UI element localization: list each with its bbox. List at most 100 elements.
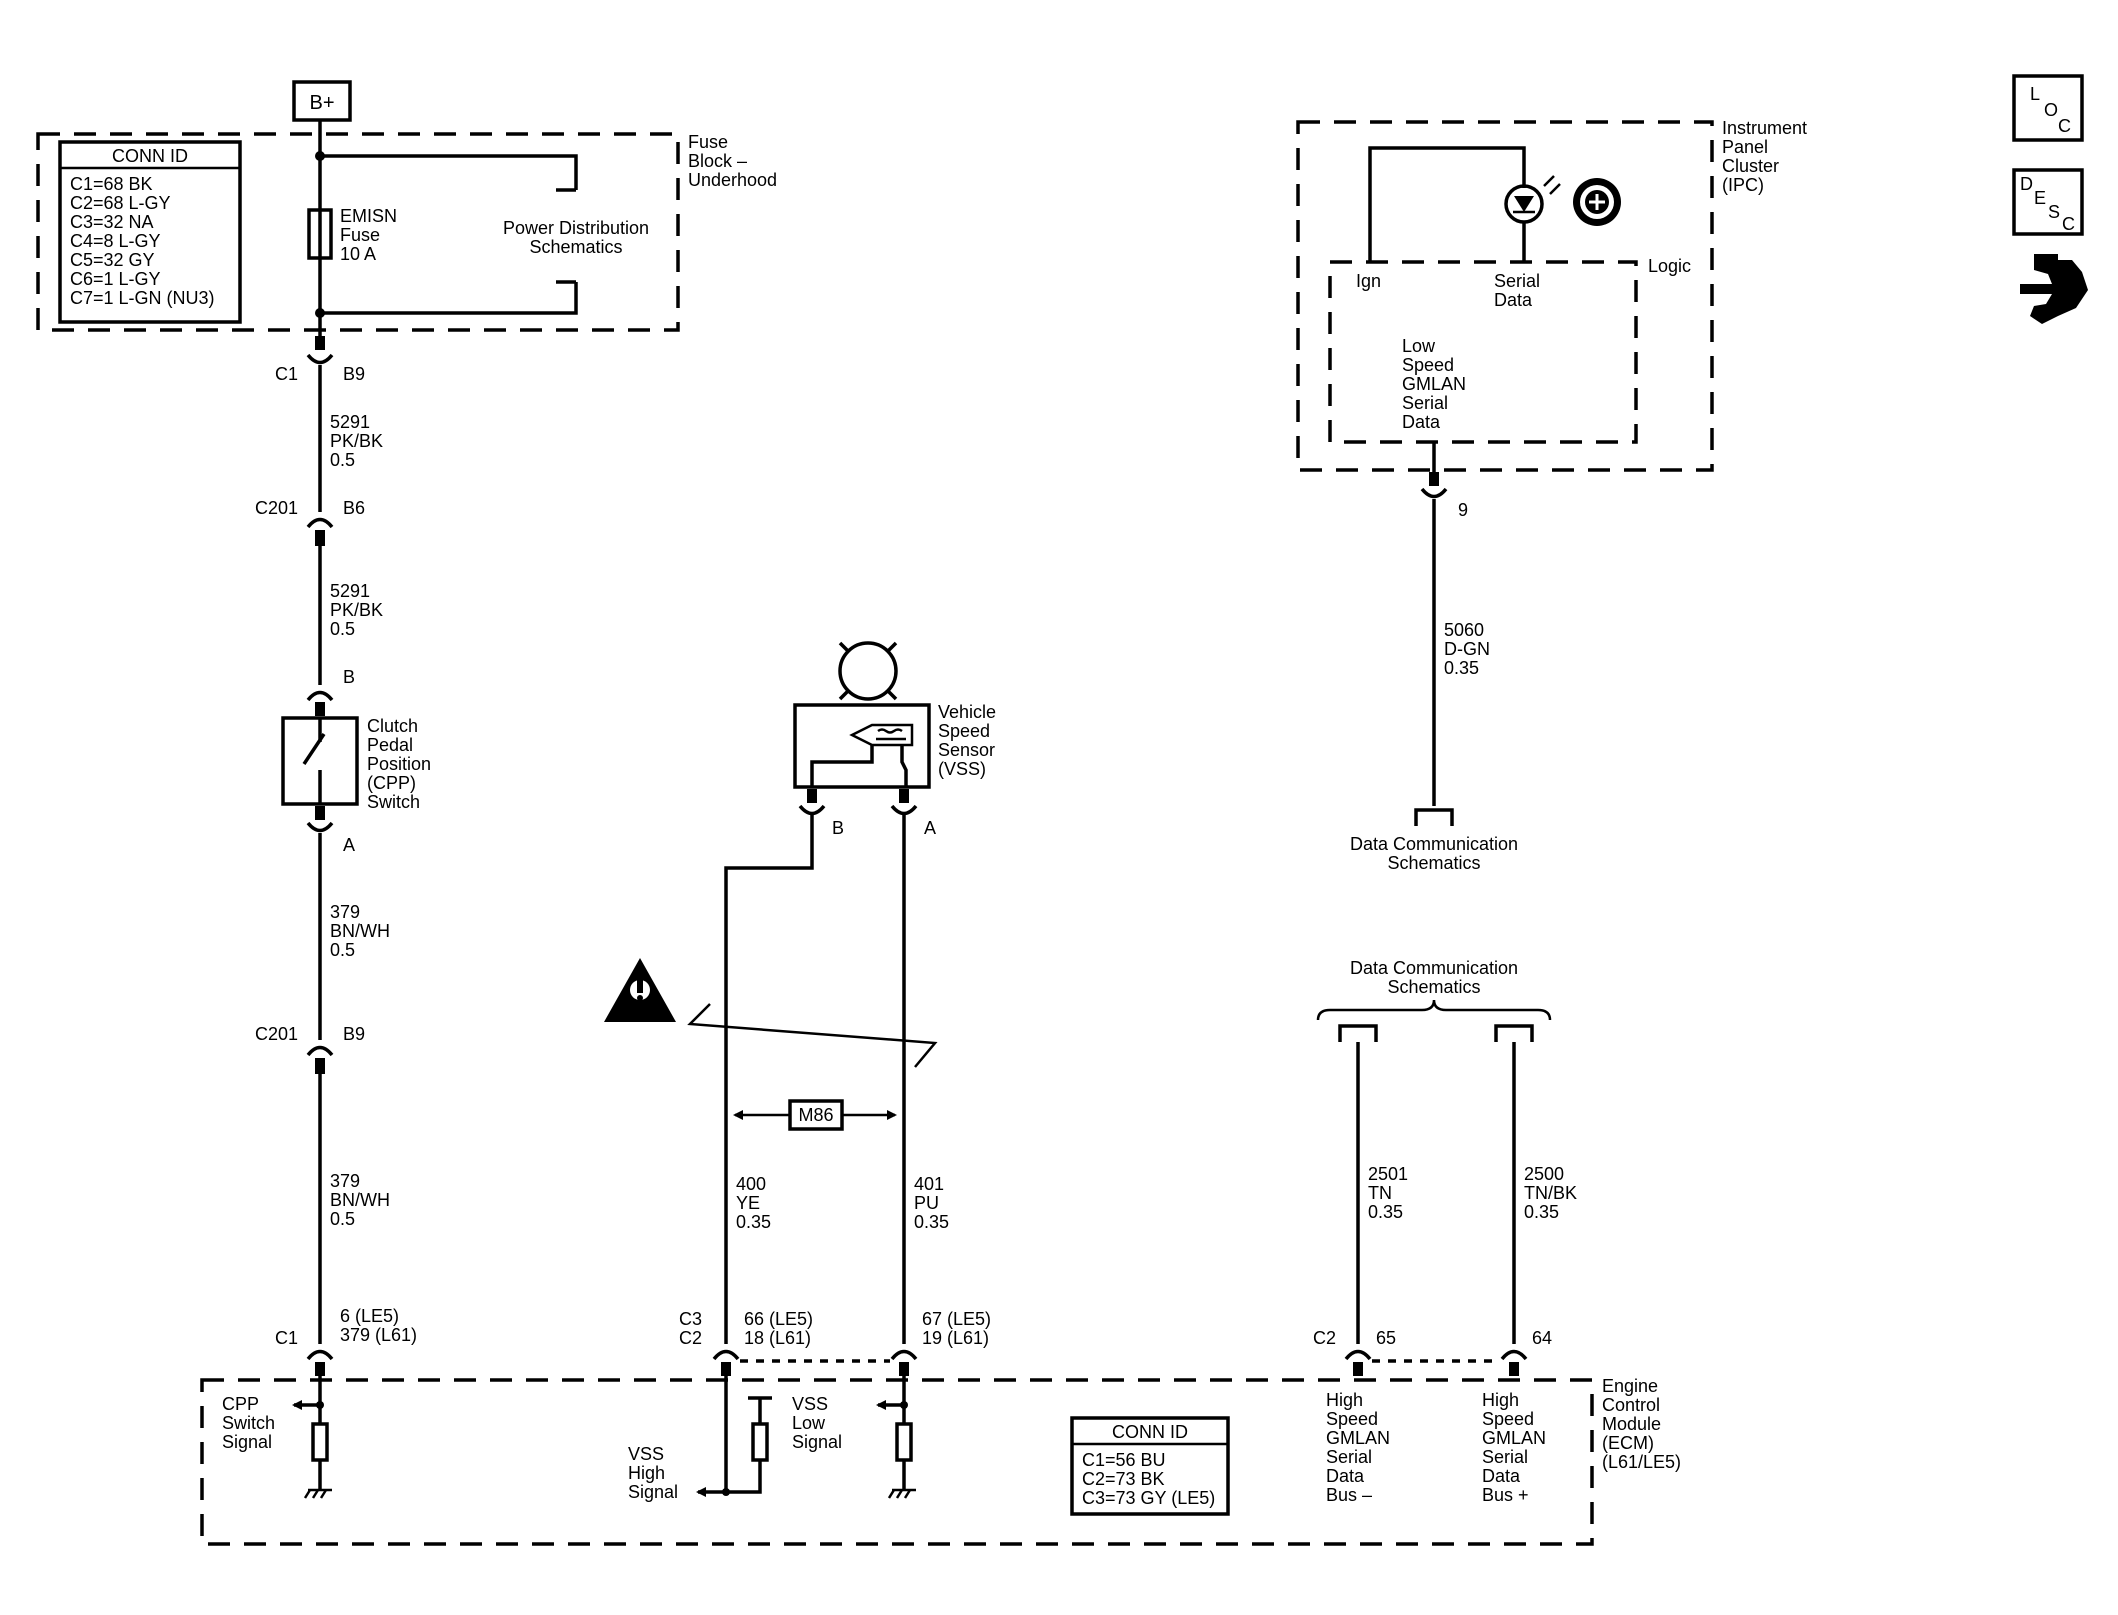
- svg-text:Module: Module: [1602, 1414, 1661, 1434]
- wire-2501: 2501 TN 0.35: [1368, 1164, 1408, 1222]
- ground-icon: [887, 1488, 916, 1499]
- svg-text:18 (L61): 18 (L61): [744, 1328, 811, 1348]
- svg-text:C3=32 NA: C3=32 NA: [70, 212, 154, 232]
- svg-text:D-GN: D-GN: [1444, 639, 1490, 659]
- svg-text:66 (LE5): 66 (LE5): [744, 1309, 813, 1329]
- svg-text:CONN ID: CONN ID: [112, 146, 188, 166]
- svg-text:0.35: 0.35: [736, 1212, 771, 1232]
- serial-data-label: Serial Data: [1494, 271, 1540, 310]
- svg-text:VSS: VSS: [792, 1394, 828, 1414]
- c201-b6-pin: B6: [343, 498, 365, 518]
- c201-b9-connector: C201: [255, 1024, 298, 1044]
- vss-pin-a: A: [924, 818, 936, 838]
- svg-text:C5=32 GY: C5=32 GY: [70, 250, 155, 270]
- svg-text:C3=73 GY (LE5): C3=73 GY (LE5): [1082, 1488, 1215, 1508]
- svg-text:TN/BK: TN/BK: [1524, 1183, 1577, 1203]
- svg-text:S: S: [2048, 202, 2060, 222]
- svg-text:0.5: 0.5: [330, 1209, 355, 1229]
- svg-text:E: E: [2034, 188, 2046, 208]
- m86-badge[interactable]: M86: [788, 1099, 844, 1131]
- svg-text:(ECM): (ECM): [1602, 1433, 1654, 1453]
- svg-text:Control: Control: [1602, 1395, 1660, 1415]
- high-speed-gmlan: Data Communication Schematics 2501 TN 0.…: [1313, 958, 1577, 1505]
- ipc-label: Instrument Panel Cluster (IPC): [1722, 118, 1807, 195]
- svg-text:Pedal: Pedal: [367, 735, 413, 755]
- component-locator-icon[interactable]: [838, 641, 898, 701]
- caution-icon[interactable]: [604, 958, 676, 1022]
- description-button[interactable]: D E S C: [2012, 168, 2084, 236]
- svg-text:Schematics[interactable]: Schematics: [1387, 853, 1480, 873]
- power-distribution-ref[interactable]: Power Distribution Schematics: [503, 218, 649, 257]
- svg-text:Serial: Serial: [1494, 271, 1540, 291]
- svg-text:5291: 5291: [330, 581, 370, 601]
- svg-text:(CPP): (CPP): [367, 773, 416, 793]
- svg-text:6 (LE5): 6 (LE5): [340, 1306, 399, 1326]
- svg-text:M86[interactable]: M86: [798, 1105, 833, 1125]
- wire-400: 400 YE 0.35: [736, 1174, 771, 1232]
- svg-text:Serial: Serial: [1482, 1447, 1528, 1467]
- wire-5060: 5060 D-GN 0.35: [1444, 620, 1490, 678]
- wire-379-a: 379 BN/WH 0.5: [330, 902, 390, 960]
- hs-pin-65: 65: [1376, 1328, 1396, 1348]
- svg-text:Power Distribution[interactable]: Power Distribution: [503, 218, 649, 238]
- wire-401: 401 PU 0.35: [914, 1174, 949, 1232]
- svg-text:5291: 5291: [330, 412, 370, 432]
- b-plus-label: B+: [309, 92, 334, 114]
- ground-icon: [303, 1488, 332, 1499]
- ecm-label: Engine Control Module (ECM) (L61/LE5): [1602, 1376, 1681, 1472]
- vss-ecm-connectors: C3 C2 66 (LE5) 18 (L61) 67 (LE5) 19 (L61…: [679, 1309, 991, 1348]
- vss-label: Vehicle Speed Sensor (VSS): [938, 702, 996, 779]
- svg-text:Position: Position: [367, 754, 431, 774]
- svg-text:Data: Data: [1326, 1466, 1365, 1486]
- svg-text:L: L: [2030, 84, 2040, 104]
- ecm-c1-connector: C1: [275, 1328, 298, 1348]
- svg-text:400: 400: [736, 1174, 766, 1194]
- instrument-panel-cluster: Instrument Panel Cluster (IPC) Logic Ign…: [1296, 118, 1807, 873]
- svg-text:CPP: CPP: [222, 1394, 259, 1414]
- hs-c2-connector: C2: [1313, 1328, 1336, 1348]
- logic-label: Logic: [1648, 256, 1691, 276]
- svg-text:C: C: [2058, 116, 2071, 136]
- svg-text:0.35: 0.35: [914, 1212, 949, 1232]
- hs-bus-minus-label: High Speed GMLAN Serial Data Bus –: [1326, 1390, 1390, 1505]
- svg-text:GMLAN: GMLAN: [1482, 1428, 1546, 1448]
- b-plus-source: B+: [292, 80, 352, 122]
- svg-text:(VSS): (VSS): [938, 759, 986, 779]
- vss-high-signal-label: VSS High Signal: [628, 1444, 678, 1502]
- svg-text:Schematics[interactable]: Schematics: [1387, 977, 1480, 997]
- location-button[interactable]: L O C: [2012, 74, 2084, 142]
- svg-text:Data: Data: [1402, 412, 1441, 432]
- fuse-block-label: Fuse Block – Underhood: [688, 132, 777, 190]
- engine-control-module: Engine Control Module (ECM) (L61/LE5) CO…: [200, 1376, 1681, 1546]
- svg-text:Signal: Signal: [628, 1482, 678, 1502]
- data-communication-ref-hs[interactable]: Data Communication Schematics: [1350, 958, 1518, 997]
- cpp-pin-b: B: [343, 667, 355, 687]
- c1-connector-label: C1: [275, 364, 298, 384]
- svg-text:Speed: Speed: [1326, 1409, 1378, 1429]
- svg-text:379: 379: [330, 902, 360, 922]
- svg-text:EMISN: EMISN: [340, 206, 397, 226]
- svg-text:Switch: Switch: [367, 792, 420, 812]
- svg-text:Switch: Switch: [222, 1413, 275, 1433]
- svg-text:Sensor: Sensor: [938, 740, 995, 760]
- vss-low-signal-label: VSS Low Signal: [792, 1394, 842, 1452]
- svg-text:Data Communication[interactable]: Data Communication: [1350, 958, 1518, 978]
- svg-text:C7=1 L-GN (NU3): C7=1 L-GN (NU3): [70, 288, 215, 308]
- svg-text:GMLAN: GMLAN: [1326, 1428, 1390, 1448]
- svg-text:Serial: Serial: [1326, 1447, 1372, 1467]
- connector-end-view-icon[interactable]: [2020, 254, 2088, 324]
- svg-text:Serial: Serial: [1402, 393, 1448, 413]
- vss-circuit: Vehicle Speed Sensor (VSS) B A M86: [604, 641, 996, 1502]
- svg-text:C1=68 BK: C1=68 BK: [70, 174, 153, 194]
- svg-text:Data Communication[interactable]: Data Communication: [1350, 834, 1518, 854]
- svg-text:C2=73 BK: C2=73 BK: [1082, 1469, 1165, 1489]
- svg-text:YE: YE: [736, 1193, 760, 1213]
- c201-b6-connector: C201: [255, 498, 298, 518]
- svg-text:Schematics[interactable]: Schematics: [529, 237, 622, 257]
- svg-text:Speed: Speed: [938, 721, 990, 741]
- svg-text:Low: Low: [792, 1413, 826, 1433]
- data-communication-ref-ipc[interactable]: Data Communication Schematics: [1350, 834, 1518, 873]
- svg-text:High: High: [628, 1463, 665, 1483]
- svg-text:C: C: [2062, 214, 2075, 234]
